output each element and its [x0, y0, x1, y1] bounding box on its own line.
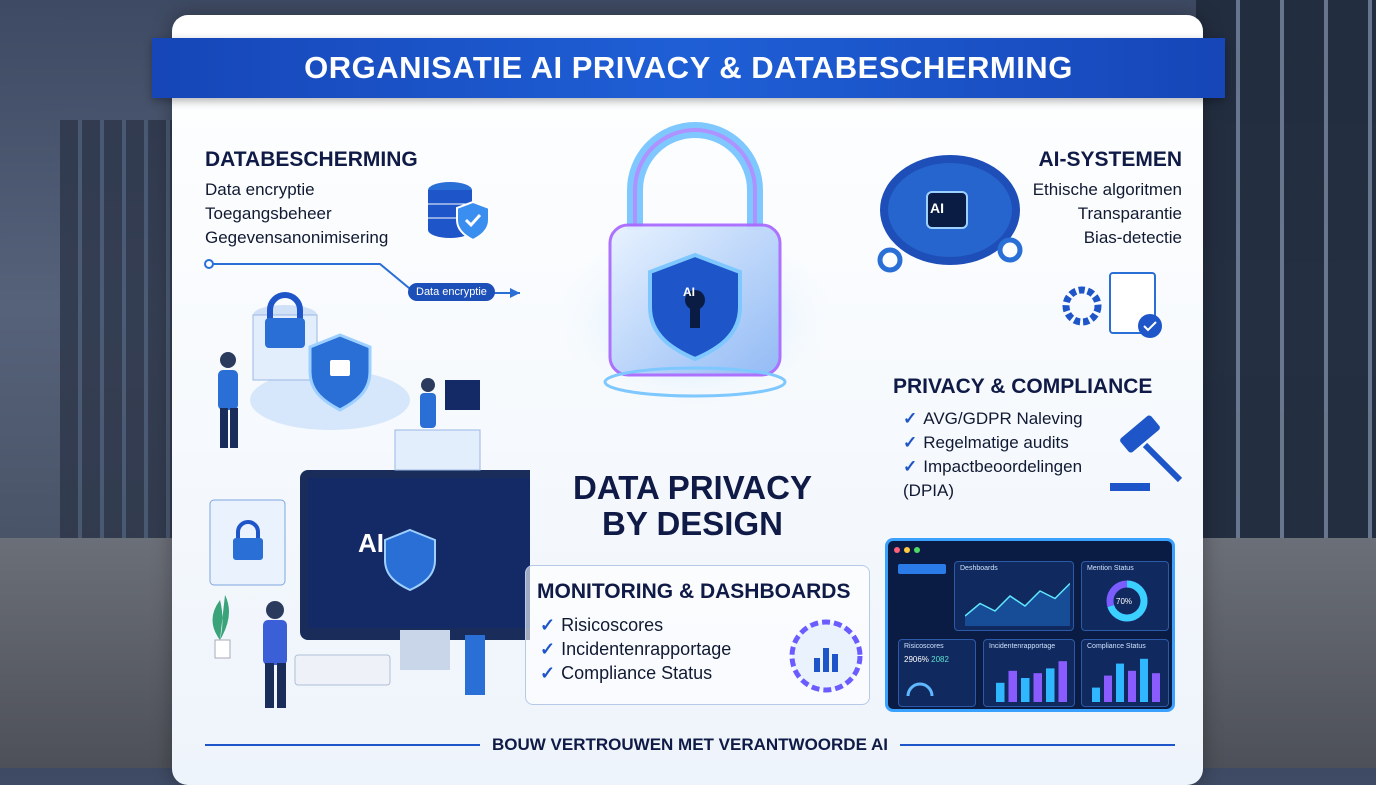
- panel-title: Deshboards: [960, 565, 998, 572]
- footer-banner: BOUW VERTROUWEN MET VERANTWOORDE AI: [205, 735, 1175, 755]
- privacy-compliance-heading: PRIVACY & COMPLIANCE: [893, 375, 1153, 398]
- title-line-1: DATA PRIVACY: [573, 469, 812, 506]
- chart-badge-icon: [789, 619, 863, 693]
- incident-bar-chart: [996, 661, 1067, 702]
- bar: [1092, 687, 1100, 702]
- data-encryptie-tag: Data encryptie: [408, 283, 495, 301]
- list-item: ✓Risicoscores: [540, 613, 731, 637]
- ai-brain-icon: [877, 155, 1023, 273]
- window-controls: [894, 547, 920, 553]
- list-item-label: Risicoscores: [561, 615, 664, 635]
- line-area: [965, 583, 1070, 626]
- list-item-label: Incidentenrapportage: [561, 639, 732, 659]
- list-item-label: AVG/GDPR Naleving: [923, 409, 1083, 428]
- bar: [1046, 668, 1055, 702]
- maximize-dot[interactable]: [914, 547, 920, 553]
- ai-systemen-heading: AI-SYSTEMEN: [1038, 148, 1182, 171]
- incident-panel: Incidentenrapportage: [983, 639, 1075, 707]
- donut-fill: [1106, 580, 1148, 622]
- close-dot[interactable]: [894, 547, 900, 553]
- data-privacy-by-design-title: DATA PRIVACY BY DESIGN: [520, 470, 865, 542]
- document-gear-icon: [1062, 272, 1162, 338]
- privacy-list: ✓ AVG/GDPR Naleving ✓ Regelmatige audits ✓…: [903, 407, 1108, 503]
- background-building-right: [1196, 0, 1376, 560]
- sidebar-active-item[interactable]: [898, 564, 946, 574]
- dashboards-panel: Deshboards: [954, 561, 1074, 631]
- gauge-icon: [906, 682, 934, 697]
- list-item: Data encryptie: [205, 180, 315, 199]
- minimize-dot[interactable]: [904, 547, 910, 553]
- check-icon: ✓: [903, 457, 918, 476]
- list-item: Bias-detectie: [1083, 228, 1182, 247]
- databescherming-heading: DATABESCHERMING: [205, 148, 418, 171]
- divider: [900, 744, 1175, 746]
- padlock-icon: [545, 122, 845, 420]
- page-title: ORGANISATIE AI PRIVACY & DATABESCHERMING: [304, 50, 1073, 85]
- footer-tagline: BOUW VERTROUWEN MET VERANTWOORDE AI: [491, 735, 889, 754]
- title-banner: ORGANISATIE AI PRIVACY & DATABESCHERMING: [152, 38, 1225, 98]
- list-item: Gegevensanonimisering: [205, 228, 389, 247]
- title-line-2: BY DESIGN: [602, 505, 783, 542]
- check-icon: ✓: [903, 409, 918, 428]
- donut-value: 70%: [1116, 597, 1133, 606]
- check-icon: ✓: [903, 433, 918, 452]
- panel-title: Risicoscores: [904, 643, 944, 650]
- status-panel: Mention Status 70%: [1081, 561, 1169, 631]
- list-item-label: Regelmatige audits: [923, 433, 1069, 452]
- risk-value-2: 2082: [931, 655, 949, 664]
- compliance-panel: Compliance Status: [1081, 639, 1169, 707]
- list-item: Ethische algoritmen: [1032, 180, 1182, 199]
- background-building-left: [60, 120, 180, 540]
- risk-value: 2906%: [904, 655, 929, 664]
- panel-title: Incidentenrapportage: [989, 643, 1056, 650]
- list-item: ✓ AVG/GDPR Naleving: [903, 407, 1108, 431]
- bar: [1058, 661, 1067, 702]
- list-item: ✓Compliance Status: [540, 661, 731, 685]
- list-item: ✓ Regelmatige audits: [903, 431, 1108, 455]
- database-shield-icon: [428, 182, 490, 242]
- ai-systemen-list: Ethische algoritmen Transparantie Bias-d…: [1033, 178, 1182, 250]
- list-item: ✓Impactbeoordelingen (DPIA): [903, 455, 1108, 503]
- panel-title: Compliance Status: [1087, 643, 1146, 650]
- risicoscores-panel: Risicoscores 2906% 2082: [898, 639, 976, 707]
- bar: [1152, 673, 1160, 702]
- compliance-bar-chart: [1092, 658, 1160, 702]
- bar: [1116, 663, 1124, 702]
- bar: [1104, 675, 1112, 702]
- bar: [1033, 673, 1042, 702]
- bar: [1021, 678, 1030, 702]
- dashboard-window: Deshboards Mention Status 70% Risicoscor…: [885, 538, 1175, 712]
- check-icon: ✓: [540, 615, 556, 635]
- monitor-ai-label: AI: [358, 528, 384, 558]
- gavel-icon: [1110, 415, 1183, 491]
- list-item-label: Compliance Status: [561, 663, 713, 683]
- lock-ai-label: AI: [683, 285, 695, 299]
- list-item-label: Impactbeoordelingen (DPIA): [903, 457, 1083, 500]
- monitoring-list: ✓Risicoscores ✓Incidentenrapportage ✓Com…: [540, 613, 731, 685]
- line-chart: [965, 582, 1070, 626]
- central-padlock-illustration: AI: [540, 120, 850, 420]
- divider: [205, 744, 480, 746]
- list-item: Transparantie: [1077, 204, 1182, 223]
- donut-chart: [1106, 580, 1148, 622]
- monitoring-heading: MONITORING & DASHBOARDS: [537, 580, 851, 603]
- list-item: ✓Incidentenrapportage: [540, 637, 731, 661]
- list-item: Toegangsbeheer: [205, 204, 332, 223]
- panel-title: Mention Status: [1087, 565, 1134, 572]
- security-illustration: [209, 292, 530, 708]
- check-icon: ✓: [540, 663, 556, 683]
- line-series: [965, 582, 1070, 617]
- bar: [1128, 670, 1136, 702]
- bar: [1008, 670, 1017, 702]
- bar: [996, 682, 1005, 702]
- databescherming-list: Data encryptie Toegangsbeheer Gegevensan…: [205, 178, 388, 250]
- check-icon: ✓: [540, 639, 556, 659]
- bar: [1140, 658, 1148, 702]
- brain-ai-label: AI: [930, 200, 944, 216]
